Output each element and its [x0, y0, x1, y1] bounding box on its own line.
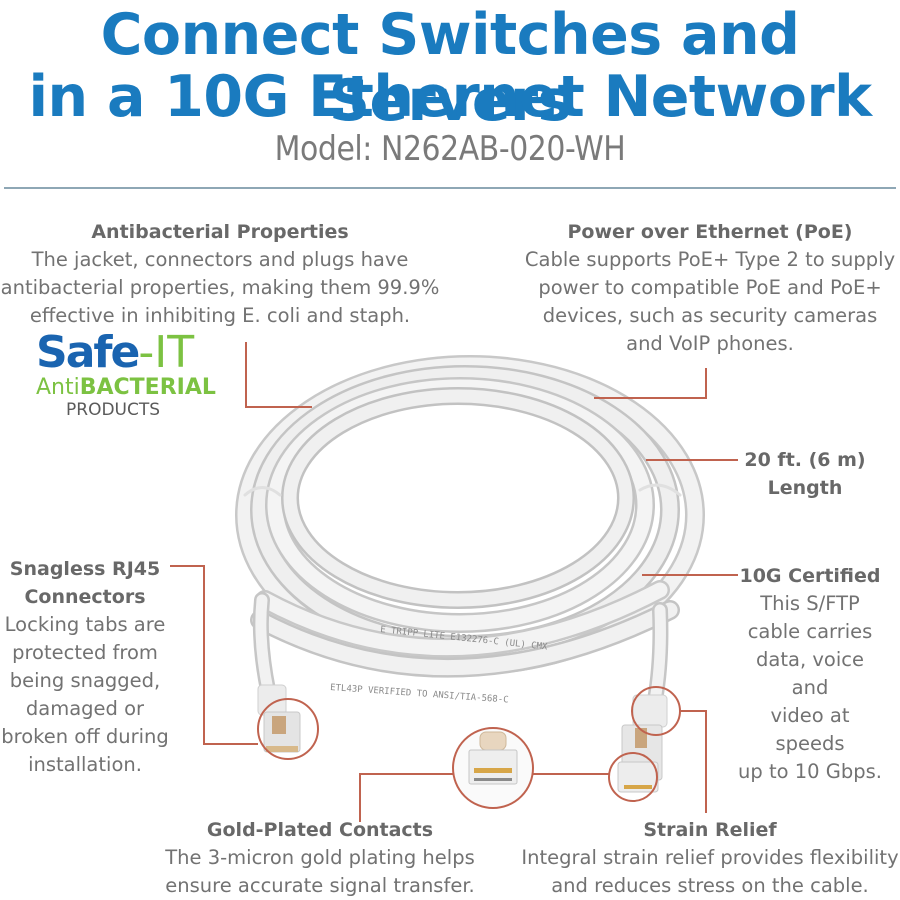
model-number: Model: N262AB-020-WH [274, 129, 626, 169]
logo-anti: Anti [36, 375, 80, 400]
feature-text-line: damaged or [25, 697, 145, 720]
feature-strain-relief: Strain Relief Integral strain relief pro… [520, 816, 900, 900]
logo-bacterial: BACTERIAL [79, 375, 216, 400]
feature-heading: Snagless RJ45 [9, 558, 161, 580]
feature-text-line: Locking tabs are [4, 613, 166, 636]
feature-heading: Gold-Plated Contacts [206, 819, 434, 841]
feature-text-line: protected from [12, 641, 158, 664]
feature-heading: Antibacterial Properties [91, 221, 349, 243]
logo-antibacterial: AntiBACTERIAL [36, 376, 216, 400]
feature-length: 20 ft. (6 m) Length [735, 446, 875, 502]
feature-text-line: ensure accurate signal transfer. [165, 874, 475, 897]
right-rj45-connector [617, 694, 668, 793]
gold-contacts-closeup [452, 727, 534, 809]
feature-heading: 20 ft. (6 m) [744, 449, 866, 471]
feature-text-line: The 3-micron gold plating helps [165, 846, 475, 869]
page-title-line-1: Connect Switches and Servers [100, 2, 800, 134]
callout-lines [170, 342, 738, 822]
feature-text-line: broken off during [1, 725, 169, 748]
cable-coil [235, 355, 705, 708]
left-rj45-connector [257, 684, 301, 753]
gold-contacts-highlight-circle [608, 752, 658, 802]
logo-products: PRODUCTS [66, 400, 161, 420]
feature-text-line: being snagged, [9, 669, 161, 692]
feature-text-line: effective in inhibiting E. coli and stap… [29, 304, 411, 327]
feature-text-line: The jacket, connectors and plugs have [31, 248, 409, 271]
feature-10g-certified: 10G Certified This S/FTP cable carries d… [735, 562, 885, 786]
callout-strain [680, 710, 707, 813]
feature-text-line: and VoIP phones. [626, 332, 794, 355]
callout-antibacterial [245, 342, 312, 408]
feature-text-line: power to compatible PoE and PoE+ [538, 276, 882, 299]
callout-snagless [170, 565, 258, 745]
feature-heading: 10G Certified [739, 565, 881, 587]
feature-text-line: up to 10 Gbps. [738, 760, 882, 783]
feature-text-line: and reduces stress on the cable. [551, 874, 869, 897]
logo-brand-suffix: -IT [138, 327, 195, 378]
feature-heading: Connectors [24, 586, 146, 608]
safe-it-logo: Safe-IT AntiBACTERIAL PRODUCTS [36, 330, 216, 421]
header-divider [4, 187, 896, 189]
feature-text-line: data, voice and [756, 648, 864, 699]
feature-text-line: antibacterial properties, making them 99… [0, 276, 440, 299]
feature-poe: Power over Ethernet (PoE) Cable supports… [520, 218, 900, 358]
feature-antibacterial: Antibacterial Properties The jacket, con… [0, 218, 440, 330]
feature-snagless-connectors: Snagless RJ45 Connectors Locking tabs ar… [0, 555, 170, 779]
feature-heading: Strain Relief [643, 819, 777, 841]
feature-text-line: Cable supports PoE+ Type 2 to supply [524, 248, 896, 271]
feature-text-line: installation. [28, 753, 142, 776]
feature-text-line: This S/FTP [760, 592, 860, 615]
feature-text-line: cable carries [747, 620, 873, 643]
feature-text-line: devices, such as security cameras [542, 304, 878, 327]
page-title-line-2: in a 10G Ethernet Network [28, 64, 872, 130]
callout-poe [594, 368, 707, 399]
feature-text-line: video at speeds [770, 704, 850, 755]
logo-brand-main: Safe [36, 327, 140, 378]
feature-gold-plated-contacts: Gold-Plated Contacts The 3-micron gold p… [150, 816, 490, 900]
snagless-highlight-circle [257, 698, 319, 760]
feature-heading: Power over Ethernet (PoE) [567, 221, 853, 243]
cable-print-line-3: ETL43P VERIFIED TO ANSI/TIA-568-C [330, 683, 509, 705]
feature-text-line: Integral strain relief provides flexibil… [521, 846, 899, 869]
feature-heading: Length [767, 477, 843, 499]
logo-brand: Safe-IT [36, 330, 216, 376]
callout-gold [359, 773, 453, 822]
